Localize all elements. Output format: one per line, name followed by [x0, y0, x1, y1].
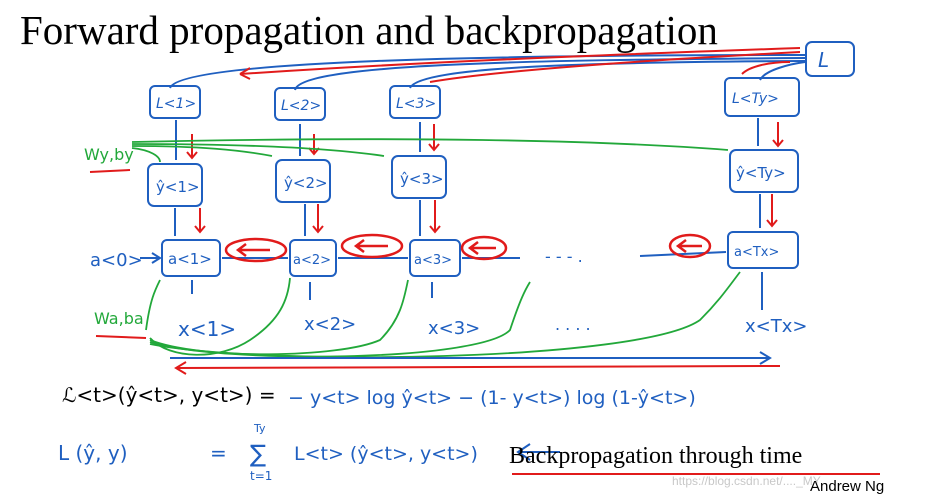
a0-label: a<0> — [90, 250, 143, 271]
loss-label-ty: L<Ty> — [732, 91, 779, 107]
sum-symbol: ∑ — [250, 440, 266, 468]
loss-label-1: L<1> — [156, 96, 196, 112]
loss-node-1: L<1> — [149, 85, 201, 119]
bpt-pointer-arrow — [516, 443, 560, 461]
loss-label-3: L<3> — [396, 96, 436, 112]
params-y-label: Wy,by — [84, 145, 134, 164]
x-label-tx: x<Tx> — [745, 316, 807, 337]
a-label-tx: a<Tx> — [734, 245, 779, 260]
loss-label-2: L<2> — [281, 98, 321, 114]
forward-long-arrow — [170, 351, 772, 365]
a-node-3: a<3> — [409, 239, 461, 277]
a-label-2: a<2> — [293, 253, 331, 268]
a-node-tx: a<Tx> — [727, 231, 799, 269]
yhat-node-3: ŷ<3> — [391, 155, 447, 199]
backward-long-arrow — [174, 361, 781, 375]
slide-subtitle: Backpropagation through time — [509, 443, 803, 469]
eq2-eq: = — [210, 441, 227, 465]
total-to-loss-backward-arrows — [239, 47, 801, 83]
params-a-label: Wa,ba — [94, 309, 144, 328]
yhat-node-2: ŷ<2> — [275, 159, 331, 203]
loss-node-ty: L<Ty> — [724, 77, 800, 117]
x-label-2: x<2> — [304, 314, 356, 335]
author-label: Andrew Ng — [810, 478, 885, 495]
eq2-lhs: L (ŷ, y) — [58, 441, 128, 465]
x-input-arrows — [191, 272, 763, 310]
yhat-label-2: ŷ<2> — [284, 174, 328, 192]
yhat-node-ty: ŷ<Ty> — [729, 149, 799, 193]
vertical-arrows — [174, 118, 784, 236]
a0-arrow — [140, 252, 162, 264]
eq1-lhs: ℒ<t>(ŷ<t>, y<t>) = — [62, 383, 276, 407]
slide-title: Forward propagation and backpropagation — [20, 7, 718, 53]
a-node-2: a<2> — [289, 239, 337, 277]
loss-node-2: L<2> — [274, 87, 326, 121]
eq2-rhs: L<t> (ŷ<t>, y<t>) — [294, 443, 478, 465]
x-label-3: x<3> — [428, 318, 480, 339]
total-loss-node: L — [805, 41, 855, 77]
x-label-1: x<1> — [178, 317, 236, 341]
loss-node-3: L<3> — [389, 85, 441, 119]
sum-bottom: t=1 — [250, 469, 272, 483]
ellipsis-a: - - - . — [545, 247, 583, 266]
total-loss-label: L — [818, 48, 829, 72]
sum-top: Ty — [253, 422, 266, 435]
param-arrows — [131, 138, 741, 359]
eq1-rhs: − y<t> log ŷ<t> − (1- y<t>) log (1-ŷ<t>) — [288, 387, 696, 409]
a-backward-ovals — [224, 233, 712, 263]
ellipsis-x: . . . . — [555, 315, 591, 334]
yhat-label-1: ŷ<1> — [156, 178, 200, 196]
a-label-3: a<3> — [414, 253, 452, 268]
yhat-node-1: ŷ<1> — [147, 163, 203, 207]
yhat-label-ty: ŷ<Ty> — [736, 164, 786, 182]
a-node-1: a<1> — [161, 239, 221, 277]
watermark: https://blog.csdn.net/...._MY — [672, 474, 821, 488]
yhat-label-3: ŷ<3> — [400, 170, 444, 188]
a-label-1: a<1> — [168, 250, 212, 268]
